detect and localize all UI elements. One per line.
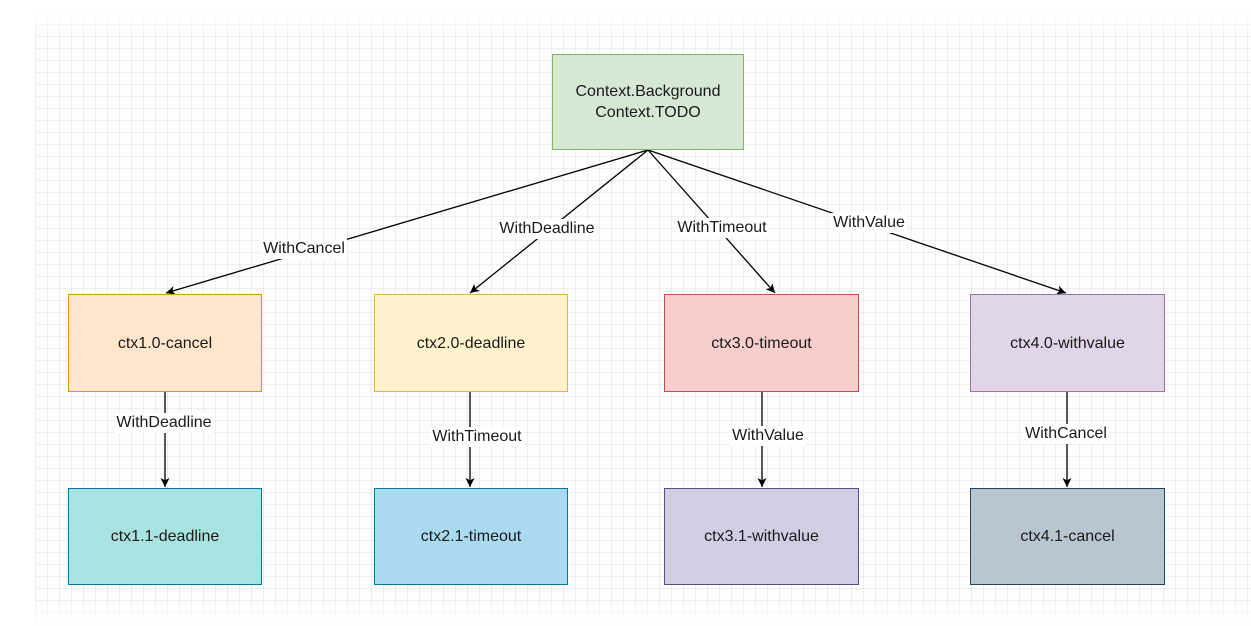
- edge-label-ctx4: WithCancel: [1023, 424, 1109, 444]
- edge-root-ctx1-0: [165, 149, 649, 295]
- node-ctx3-1-label: ctx3.1-withvalue: [704, 528, 819, 545]
- edge-label-ctx2: WithTimeout: [430, 427, 524, 447]
- root-line-background: Context.Background: [575, 83, 721, 100]
- root-context-node[interactable]: Context.Background Context.TODO: [552, 54, 744, 150]
- edge-label-root-ctx2: WithDeadline: [497, 219, 597, 239]
- node-ctx2-1-label: ctx2.1-timeout: [420, 528, 522, 545]
- node-ctx4-0[interactable]: ctx4.0-withvalue: [970, 294, 1165, 392]
- node-ctx1-1-label: ctx1.1-deadline: [110, 528, 220, 545]
- edge-label-root-ctx1: WithCancel: [261, 239, 347, 259]
- node-ctx4-1-label: ctx4.1-cancel: [1020, 528, 1115, 545]
- edge-label-ctx3: WithValue: [730, 426, 806, 446]
- edge-label-ctx1: WithDeadline: [114, 413, 214, 433]
- node-ctx3-0[interactable]: ctx3.0-timeout: [664, 294, 859, 392]
- node-ctx2-0-label: ctx2.0-deadline: [416, 334, 526, 352]
- node-ctx4-0-label: ctx4.0-withvalue: [1010, 334, 1125, 352]
- node-ctx4-1[interactable]: ctx4.1-cancel: [970, 488, 1165, 585]
- node-ctx1-1[interactable]: ctx1.1-deadline: [68, 488, 262, 585]
- node-ctx2-1[interactable]: ctx2.1-timeout: [374, 488, 568, 585]
- node-ctx2-0[interactable]: ctx2.0-deadline: [374, 294, 568, 392]
- edge-label-root-ctx4: WithValue: [831, 213, 907, 233]
- node-ctx3-0-label: ctx3.0-timeout: [711, 334, 812, 352]
- root-line-todo: Context.TODO: [595, 104, 701, 121]
- grid-fade-top: [35, 12, 1251, 34]
- node-ctx3-1[interactable]: ctx3.1-withvalue: [664, 488, 859, 585]
- grid-fade-bottom: [35, 600, 1251, 626]
- node-ctx1-0-label: ctx1.0-cancel: [117, 334, 213, 352]
- node-ctx1-0[interactable]: ctx1.0-cancel: [68, 294, 262, 392]
- edge-label-root-ctx3: WithTimeout: [675, 218, 769, 238]
